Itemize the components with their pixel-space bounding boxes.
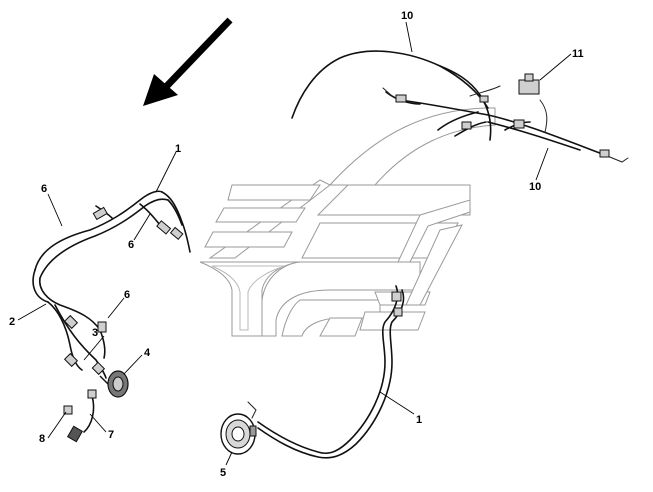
callout-3: 3 (92, 327, 98, 339)
callout-6-middle: 6 (128, 239, 134, 251)
callout-11: 11 (572, 48, 584, 60)
callout-1-upper: 1 (175, 143, 181, 155)
speaker-5 (220, 413, 257, 455)
vehicle-body-outline (199, 107, 496, 337)
harness-upper (291, 50, 629, 163)
callout-numbers: 10 11 10 1 6 6 6 2 3 4 8 7 1 5 (9, 10, 584, 479)
harness-left (32, 190, 191, 443)
callout-10-top: 10 (401, 10, 413, 22)
harness-lower (220, 285, 405, 459)
direction-arrow-icon (143, 17, 233, 106)
callout-6-lower: 6 (124, 289, 130, 301)
callout-1-lower: 1 (416, 414, 422, 426)
callout-2: 2 (9, 316, 15, 328)
callout-8: 8 (39, 433, 45, 445)
callout-6-left: 6 (41, 183, 47, 195)
callout-5: 5 (220, 467, 226, 479)
sensor-4 (99, 370, 129, 398)
callout-7: 7 (108, 429, 114, 441)
leader-lines (17, 21, 572, 466)
callout-4: 4 (144, 347, 151, 359)
callout-10-right: 10 (529, 181, 541, 193)
